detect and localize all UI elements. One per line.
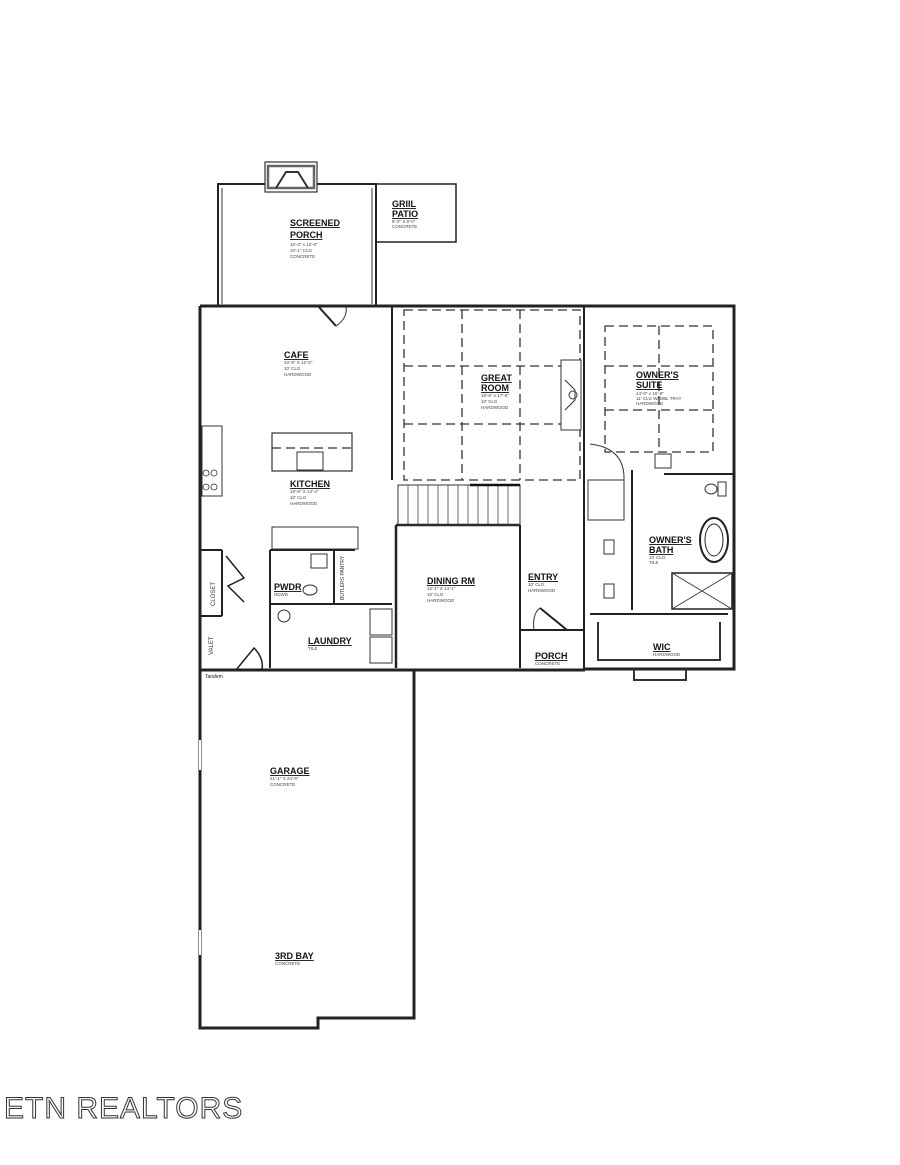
svg-text:10' CLG: 10' CLG (290, 495, 307, 500)
room-label-third-bay: 3RD BAY CONCRETE (275, 951, 314, 966)
owners-bath-fixtures (587, 443, 734, 610)
room-label-wic: WIC HARDWOOD (653, 642, 681, 657)
room-label-closet: CLOSET (211, 582, 217, 606)
svg-text:PORCH: PORCH (290, 230, 323, 240)
svg-text:TILE: TILE (649, 560, 659, 565)
svg-text:OWNER'S: OWNER'S (649, 535, 692, 545)
svg-text:CONCRETE: CONCRETE (290, 254, 315, 259)
grill-patio-area (375, 183, 457, 243)
staircase (397, 483, 521, 526)
shower-icon (671, 572, 733, 610)
room-label-tandem: Tandem (205, 674, 223, 680)
room-label-screened-porch: SCREENED PORCH 16'-0" x 12'-0" 10'-1" CL… (290, 218, 341, 259)
main-house-walls (198, 304, 736, 672)
service-rooms (200, 549, 393, 671)
svg-text:CONCRETE: CONCRETE (270, 782, 295, 787)
svg-text:10' CLG: 10' CLG (427, 592, 444, 597)
toilet-icon (704, 483, 718, 495)
svg-text:10' CLG: 10' CLG (481, 399, 498, 404)
room-label-porch: PORCH CONCRETE (535, 651, 568, 666)
svg-text:HARDWOOD: HARDWOOD (290, 501, 318, 506)
svg-text:CONCRETE: CONCRETE (275, 961, 300, 966)
room-label-kitchen: KITCHEN 19'-8" X 14'-4" 10' CLG HARDWOOD (290, 479, 330, 506)
svg-text:10'-1" CLG: 10'-1" CLG (290, 248, 312, 253)
svg-text:CONCRETE: CONCRETE (392, 224, 417, 229)
svg-text:11' CLG W/ DBL TRAY: 11' CLG W/ DBL TRAY (636, 396, 681, 401)
svg-text:10' CLG: 10' CLG (284, 366, 301, 371)
wic-area (590, 613, 728, 681)
svg-text:HARDWOOD: HARDWOOD (528, 588, 556, 593)
svg-text:OWNER'S: OWNER'S (636, 370, 679, 380)
svg-text:SCREENED: SCREENED (290, 218, 341, 228)
svg-text:DINING RM: DINING RM (427, 576, 475, 586)
svg-text:3RD BAY: 3RD BAY (275, 951, 314, 961)
svg-text:CAFE: CAFE (284, 350, 309, 360)
room-label-owners-suite: OWNER'S SUITE 14'-0" x 15'-8" 11' CLG W/… (636, 370, 681, 406)
owners-suite-ceiling-grid (604, 325, 714, 469)
room-label-entry: ENTRY 10' CLG HARDWOOD (528, 572, 558, 593)
room-label-cafe: CAFE 10'-8" X 12'-0" 10' CLG HARDWOOD (284, 350, 313, 377)
room-label-valet: VALET (209, 636, 215, 655)
svg-text:21'-1" X 24'-9": 21'-1" X 24'-9" (270, 776, 299, 781)
svg-text:10'-8" X 12'-0": 10'-8" X 12'-0" (284, 360, 313, 365)
svg-text:ENTRY: ENTRY (528, 572, 558, 582)
toilet-icon (302, 584, 318, 596)
svg-text:10' CLG: 10' CLG (528, 582, 545, 587)
svg-text:16'-0" x 12'-0": 16'-0" x 12'-0" (290, 242, 318, 247)
svg-text:SUITE: SUITE (636, 380, 663, 390)
svg-text:8'-0" X 8'-0": 8'-0" X 8'-0" (392, 219, 416, 224)
svg-text:10' CLG: 10' CLG (649, 555, 666, 560)
svg-text:HARDWOOD: HARDWOOD (653, 652, 681, 657)
svg-text:18'-8" x 17'-8": 18'-8" x 17'-8" (481, 393, 509, 398)
svg-text:12'-1" X 14'-1": 12'-1" X 14'-1" (427, 586, 456, 591)
svg-text:ROOM: ROOM (481, 383, 509, 393)
room-label-laundry: LAUNDRY TILE (308, 636, 352, 651)
svg-text:GARAGE: GARAGE (270, 766, 310, 776)
bathtub-icon (699, 517, 729, 563)
room-label-butlers-pantry: BUTLERS PANTRY (340, 555, 346, 600)
svg-text:KITCHEN: KITCHEN (290, 479, 330, 489)
svg-text:14'-0" x 15'-8": 14'-0" x 15'-8" (636, 391, 664, 396)
svg-text:HARDWOOD: HARDWOOD (481, 405, 509, 410)
svg-text:HDWD: HDWD (274, 592, 289, 597)
room-label-owners-bath: OWNER'S BATH 10' CLG TILE (649, 535, 692, 565)
fireplace-icon (264, 161, 318, 193)
svg-text:GRIIL: GRIIL (392, 199, 417, 209)
sink-icon (277, 609, 291, 623)
room-label-pwdr: PWDR HDWD (274, 582, 302, 597)
svg-text:HARDWOOD: HARDWOOD (427, 598, 455, 603)
garage-walls (198, 670, 416, 1030)
svg-text:PWDR: PWDR (274, 582, 302, 592)
svg-text:LAUNDRY: LAUNDRY (308, 636, 352, 646)
svg-text:HARDWOOD: HARDWOOD (284, 372, 312, 377)
svg-text:WIC: WIC (653, 642, 671, 652)
svg-text:19'-8" X 14'-4": 19'-8" X 14'-4" (290, 489, 319, 494)
svg-text:TILE: TILE (308, 646, 318, 651)
fireplace-icon (560, 359, 582, 431)
svg-text:PATIO: PATIO (392, 209, 418, 219)
svg-text:CONCRETE: CONCRETE (535, 661, 560, 666)
kitchen-fixtures (201, 425, 359, 550)
svg-text:BATH: BATH (649, 545, 673, 555)
svg-text:GREAT: GREAT (481, 373, 512, 383)
great-room-ceiling-grid (403, 309, 582, 481)
brand-watermark: ETN REALTORS (3, 1092, 244, 1126)
entry-door (533, 607, 568, 631)
room-label-garage: GARAGE 21'-1" X 24'-9" CONCRETE (270, 766, 310, 787)
svg-text:HARDWOOD: HARDWOOD (636, 401, 664, 406)
room-label-dining-rm: DINING RM 12'-1" X 14'-1" 10' CLG HARDWO… (427, 576, 475, 603)
room-label-great-room: GREAT ROOM 18'-8" x 17'-8" 10' CLG HARDW… (481, 373, 512, 410)
svg-text:PORCH: PORCH (535, 651, 568, 661)
room-label-grill-patio: GRIIL PATIO 8'-0" X 8'-0" CONCRETE (392, 199, 418, 229)
